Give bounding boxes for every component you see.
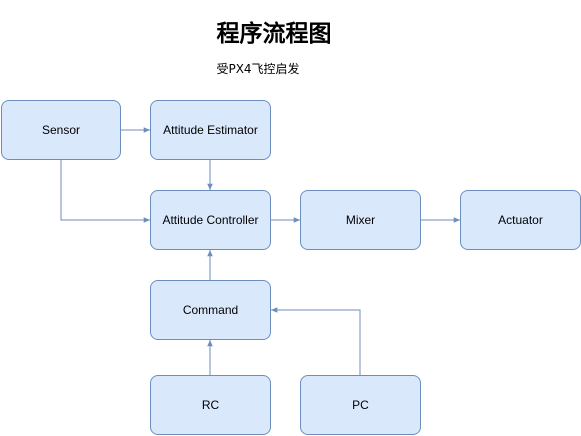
node-mixer: Mixer [300,190,421,250]
node-mixer-label: Mixer [345,213,376,227]
node-actuator-label: Actuator [498,213,543,227]
diagram-subtitle: 受PX4飞控启发 [216,62,300,76]
node-rc: RC [150,375,271,435]
node-command-label: Command [182,303,239,317]
node-pc: PC [300,375,421,435]
edge-sensor-to-attitude-controller [60,160,150,223]
node-pc-label: PC [352,398,369,412]
edge-pc-to-command [271,307,361,375]
node-attitude-controller-label: Attitude Controller [162,213,259,227]
node-sensor-label: Sensor [41,123,81,137]
node-attitude-controller: Attitude Controller [150,190,271,250]
node-rc-label: RC [201,398,220,412]
node-attitude-estimator-label: Attitude Estimator [163,123,258,137]
node-sensor: Sensor [1,100,121,160]
node-actuator: Actuator [460,190,581,250]
node-command: Command [150,280,271,340]
node-attitude-estimator: Attitude Estimator [150,100,271,160]
diagram-title: 程序流程图 [216,21,332,47]
